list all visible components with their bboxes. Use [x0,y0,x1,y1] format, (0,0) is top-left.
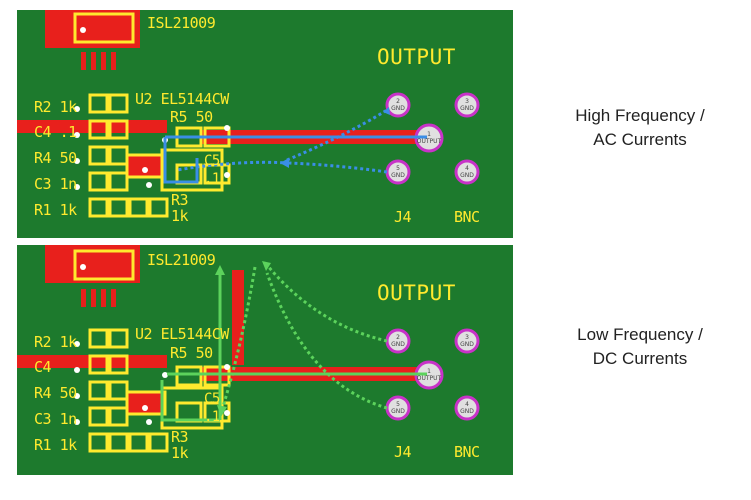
pcb-panel-high-frequency: 2 GND 3 GND 1 OUTPUT 5 GND 4 GND ISL2100… [17,10,513,238]
pin-number: 5 [396,401,400,408]
pin-number: 3 [465,98,469,105]
ic-label: ISL21009 [147,14,216,32]
arrowhead [215,265,225,275]
ic-outline [73,12,135,44]
pin-name: GND [460,408,474,415]
pin-name: GND [460,172,474,179]
pin-number: 5 [396,165,400,172]
return-path-back [176,160,290,172]
return-path-upper [265,264,388,343]
pin-number: 3 [465,334,469,341]
copper-pad [127,392,165,414]
bnc-connector: 2 GND 3 GND 1 OUTPUT 5 GND 4 GND [385,92,480,185]
pcb-artwork: 2 GND 3 GND 1 OUTPUT 5 GND 4 GND [17,10,480,218]
pcb-artwork: 2 GND 3 GND 1 OUTPUT 5 GND 4 GND [17,245,480,453]
return-path-lower [288,161,388,174]
copper-trace [17,120,167,133]
pin1-marker [80,27,86,33]
bnc-pin-2 [385,92,411,118]
c5-value: .1 [204,171,220,187]
arrowhead [280,158,289,168]
caption-high-frequency: High Frequency / AC Currents [540,104,740,152]
r3-value: 1k [171,444,189,462]
c5-value: .1 [204,409,220,425]
bnc-pin-3 [454,328,480,354]
pin-number: 2 [396,98,400,105]
current-path-hf [163,107,427,184]
pin1-marker [80,264,86,270]
pin-number: 4 [465,165,469,172]
current-loop [163,137,199,184]
arrowhead [262,261,271,271]
return-path-upper [286,108,388,162]
caption-line: AC Currents [593,130,687,149]
pin-name: GND [391,408,405,415]
pin-number: 1 [427,368,431,375]
r1-label: R1 1k [34,436,77,454]
current-path-lf [160,261,427,422]
ic-pads [81,289,116,307]
pin-number: 2 [396,334,400,341]
pin-number: 4 [465,401,469,408]
r3-label: R3 [171,191,189,209]
caption-line: Low Frequency / [577,325,703,344]
r2-label: R2 1k [34,333,77,351]
r2-label: R2 1k [34,98,77,116]
return-path-lower [265,272,388,410]
bnc-connector: 2 GND 3 GND 1 OUTPUT 5 GND 4 GND [385,328,480,421]
c5-label: C5 [204,153,220,169]
bnc-pin-3 [454,92,480,118]
pin-name: GND [460,341,474,348]
pin-name: OUTPUT [417,375,442,382]
output-label: OUTPUT [377,281,456,305]
pin-name: GND [391,105,405,112]
c3-label: C3 1n [34,175,77,193]
r4-label: R4 50 [34,384,77,402]
c4-label: C4 .1 [34,123,77,141]
c5-label: C5 [204,391,220,407]
pcb-panel-low-frequency: 2 GND 3 GND 1 OUTPUT 5 GND 4 GND ISL2100… [17,245,513,475]
copper-trace-vertical [232,270,244,365]
vias [74,341,230,425]
r3-label: R3 [171,428,189,446]
copper-pad [127,155,165,177]
c4-label: C4 [34,358,52,376]
r4-label: R4 50 [34,149,77,167]
pin-name: GND [460,105,474,112]
bnc-pin-4 [454,159,480,185]
ic-outline [73,249,135,281]
r1-label: R1 1k [34,201,77,219]
bnc-pin-4 [454,395,480,421]
caption-low-frequency: Low Frequency / DC Currents [540,323,740,371]
c3-label: C3 1n [34,410,77,428]
current-loop [160,380,220,422]
j4-label: J4 [394,208,412,226]
output-label: OUTPUT [377,45,456,69]
ic-label: ISL21009 [147,251,216,269]
bnc-label: BNC [454,208,480,226]
j4-label: J4 [394,443,412,461]
u2-label: U2 EL5144CW [135,325,229,343]
caption-line: DC Currents [592,349,688,368]
ic-pads [81,52,116,70]
arrowhead [383,107,390,115]
copper-trace [17,355,167,368]
r5-label: R5 50 [170,344,213,362]
pin-name: GND [391,341,405,348]
pin-name: GND [391,172,405,179]
r3-value: 1k [171,207,189,225]
u2-label: U2 EL5144CW [135,90,229,108]
r5-label: R5 50 [170,108,213,126]
arrowhead [217,405,227,417]
bnc-label: BNC [454,443,480,461]
pin-number: 1 [427,131,431,138]
pin-name: OUTPUT [417,138,442,145]
caption-line: High Frequency / [575,106,705,125]
